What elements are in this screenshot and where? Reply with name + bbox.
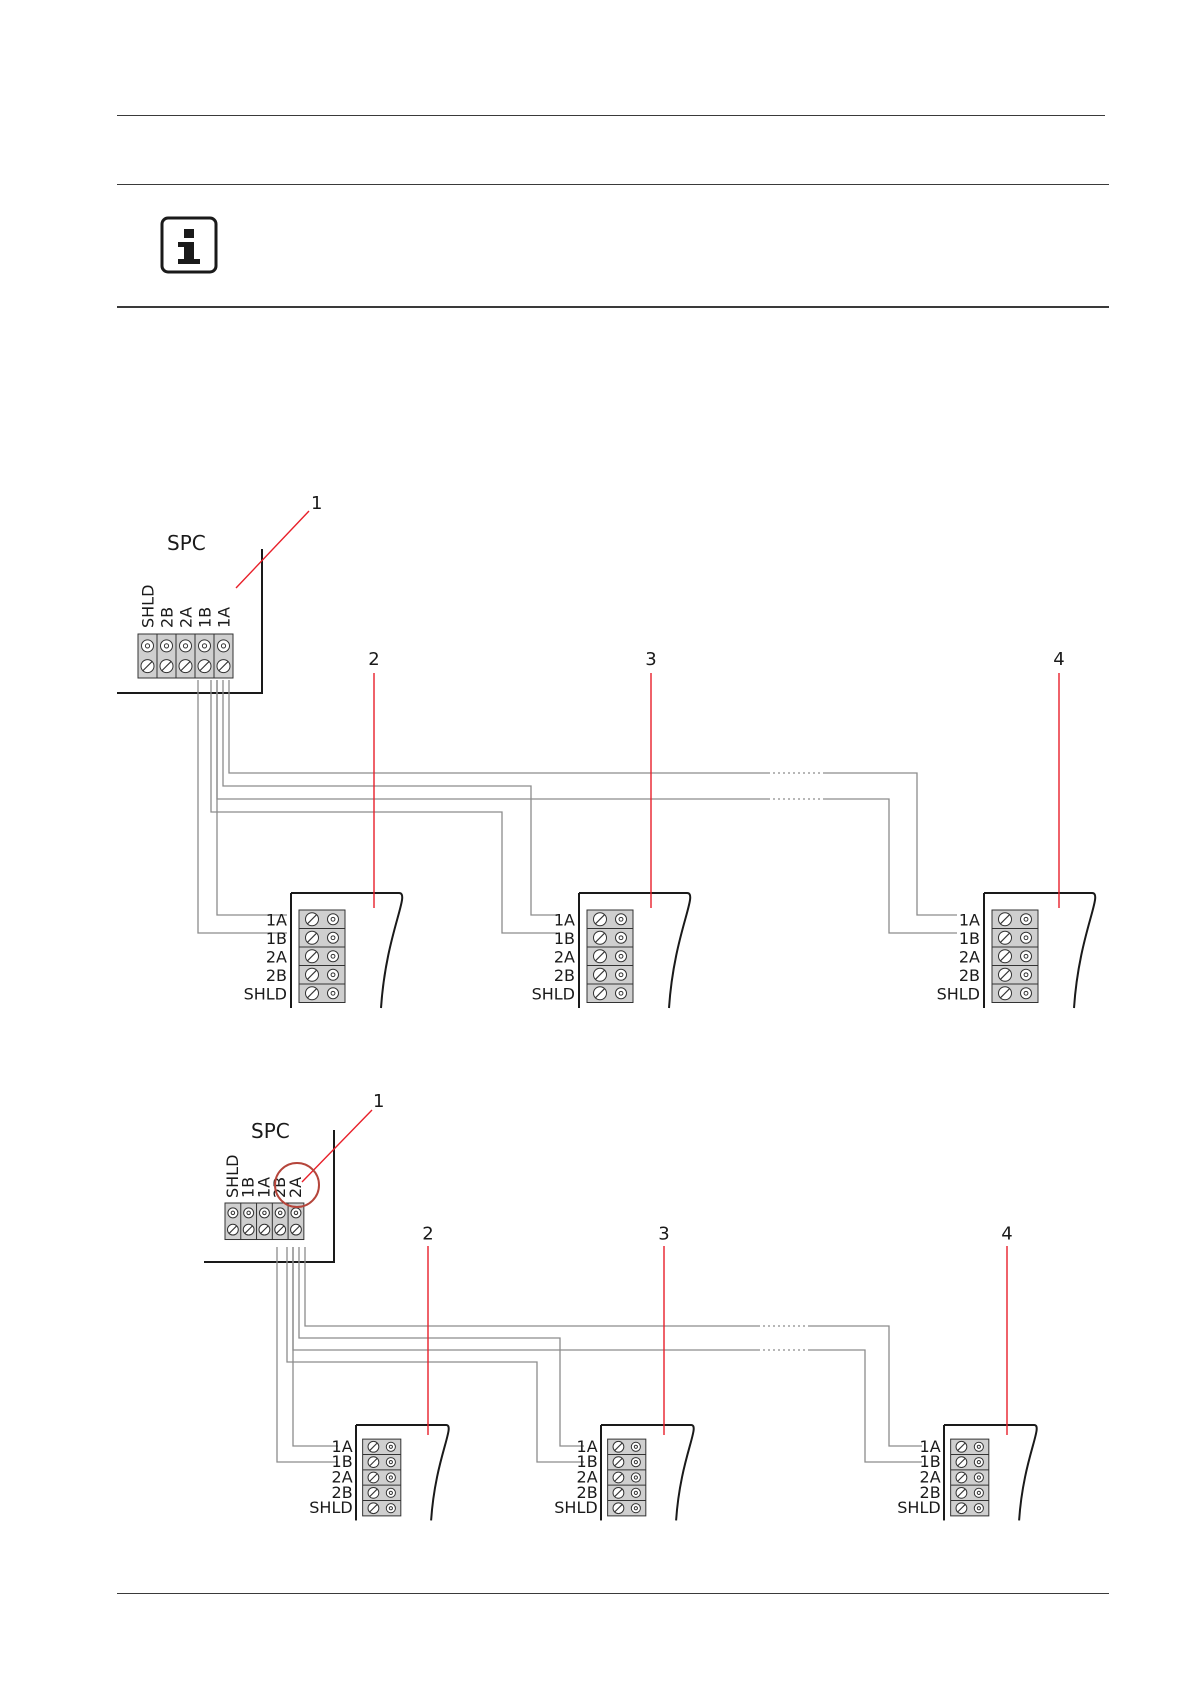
controller-terminal-label: 2A bbox=[177, 607, 196, 628]
device-terminal-label: 2A bbox=[266, 947, 287, 966]
terminal-screw bbox=[244, 1208, 254, 1218]
terminal-screw bbox=[974, 1488, 983, 1497]
bus-wire bbox=[305, 1247, 922, 1446]
terminal-screw bbox=[199, 640, 211, 652]
callout-number-1: 1 bbox=[373, 1091, 384, 1112]
controller-label: SPC bbox=[251, 1119, 290, 1143]
wiring-diagram-2: SPCSHLD1B1A2B2A11A1B2A2BSHLD21A1B2A2BSHL… bbox=[0, 1090, 1191, 1560]
device-terminal-label: 1A bbox=[266, 910, 287, 929]
terminal-screw bbox=[328, 932, 339, 943]
controller-terminal-label: 2A bbox=[286, 1177, 305, 1198]
bus-wire bbox=[217, 680, 287, 915]
terminal-screw bbox=[328, 951, 339, 962]
terminal-screw bbox=[328, 988, 339, 999]
callout-line-1 bbox=[236, 511, 309, 588]
device-terminal-label: 2B bbox=[959, 966, 980, 985]
header-rule bbox=[117, 115, 1105, 116]
controller-terminal-label: SHLD bbox=[139, 585, 158, 628]
device-terminal-label: 2B bbox=[554, 966, 575, 985]
terminal-screw bbox=[974, 1473, 983, 1482]
controller-terminal-label: 1A bbox=[215, 607, 234, 628]
terminal-screw bbox=[631, 1488, 640, 1497]
terminal-screw bbox=[386, 1458, 395, 1467]
terminal-screw bbox=[275, 1208, 285, 1218]
terminal-screw bbox=[616, 969, 627, 980]
terminal-screw bbox=[616, 988, 627, 999]
device-terminal-label: SHLD bbox=[244, 984, 287, 1003]
device-terminal-label: SHLD bbox=[897, 1498, 940, 1517]
callout-number-4: 4 bbox=[1053, 649, 1064, 670]
terminal-screw bbox=[974, 1442, 983, 1451]
bus-wire bbox=[223, 680, 557, 915]
terminal-screw bbox=[161, 640, 173, 652]
terminal-screw bbox=[386, 1504, 395, 1513]
terminal-screw bbox=[1021, 951, 1032, 962]
bus-wire bbox=[293, 1247, 922, 1462]
terminal-screw bbox=[631, 1504, 640, 1513]
callout-number-3: 3 bbox=[645, 649, 656, 670]
terminal-screw bbox=[631, 1458, 640, 1467]
terminal-screw bbox=[1021, 914, 1032, 925]
device-terminal-label: 1B bbox=[959, 929, 980, 948]
bus-wire bbox=[211, 680, 557, 933]
device-terminal-label: SHLD bbox=[554, 1498, 597, 1517]
terminal-screw bbox=[616, 932, 627, 943]
callout-line-1 bbox=[302, 1110, 372, 1182]
note-rule-top bbox=[117, 184, 1109, 185]
terminal-screw bbox=[1021, 988, 1032, 999]
terminal-screw bbox=[228, 1208, 238, 1218]
callout-number-4: 4 bbox=[1001, 1223, 1012, 1244]
controller-terminal-label: 1B bbox=[196, 607, 215, 628]
terminal-screw bbox=[974, 1458, 983, 1467]
terminal-screw bbox=[386, 1473, 395, 1482]
device-terminal-label: SHLD bbox=[309, 1498, 352, 1517]
terminal-screw bbox=[218, 640, 230, 652]
terminal-screw bbox=[974, 1504, 983, 1513]
terminal-screw bbox=[386, 1488, 395, 1497]
footer-rule bbox=[117, 1593, 1109, 1594]
terminal-screw bbox=[616, 951, 627, 962]
terminal-screw bbox=[328, 969, 339, 980]
terminal-screw bbox=[386, 1442, 395, 1451]
callout-number-2: 2 bbox=[422, 1223, 433, 1244]
device-terminal-label: SHLD bbox=[937, 984, 980, 1003]
device-terminal-label: 2A bbox=[959, 947, 980, 966]
bus-wire bbox=[277, 1247, 338, 1462]
terminal-screw bbox=[142, 640, 154, 652]
terminal-screw bbox=[1021, 932, 1032, 943]
device-terminal-label: 1A bbox=[554, 910, 575, 929]
terminal-screw bbox=[631, 1473, 640, 1482]
terminal-screw bbox=[631, 1442, 640, 1451]
note-rule-bottom bbox=[117, 306, 1109, 308]
bus-wire bbox=[293, 1247, 338, 1446]
terminal-screw bbox=[1021, 969, 1032, 980]
terminal-screw bbox=[180, 640, 192, 652]
device-terminal-label: 1B bbox=[554, 929, 575, 948]
terminal-screw bbox=[616, 914, 627, 925]
terminal-screw bbox=[291, 1208, 301, 1218]
callout-number-3: 3 bbox=[658, 1223, 669, 1244]
device-terminal-label: 1A bbox=[959, 910, 980, 929]
bus-wire bbox=[229, 680, 957, 915]
bus-wire bbox=[299, 1247, 584, 1446]
device-terminal-label: SHLD bbox=[532, 984, 575, 1003]
terminal-screw bbox=[259, 1208, 269, 1218]
device-terminal-label: 1B bbox=[266, 929, 287, 948]
device-terminal-label: 2B bbox=[266, 966, 287, 985]
bus-wire bbox=[287, 1247, 584, 1462]
callout-number-1: 1 bbox=[311, 495, 322, 514]
controller-label: SPC bbox=[167, 531, 206, 555]
callout-number-2: 2 bbox=[368, 649, 379, 670]
info-icon bbox=[160, 216, 218, 274]
bus-wire bbox=[217, 680, 957, 933]
terminal-screw bbox=[328, 914, 339, 925]
device-terminal-label: 2A bbox=[554, 947, 575, 966]
controller-terminal-label: 2B bbox=[158, 607, 177, 628]
